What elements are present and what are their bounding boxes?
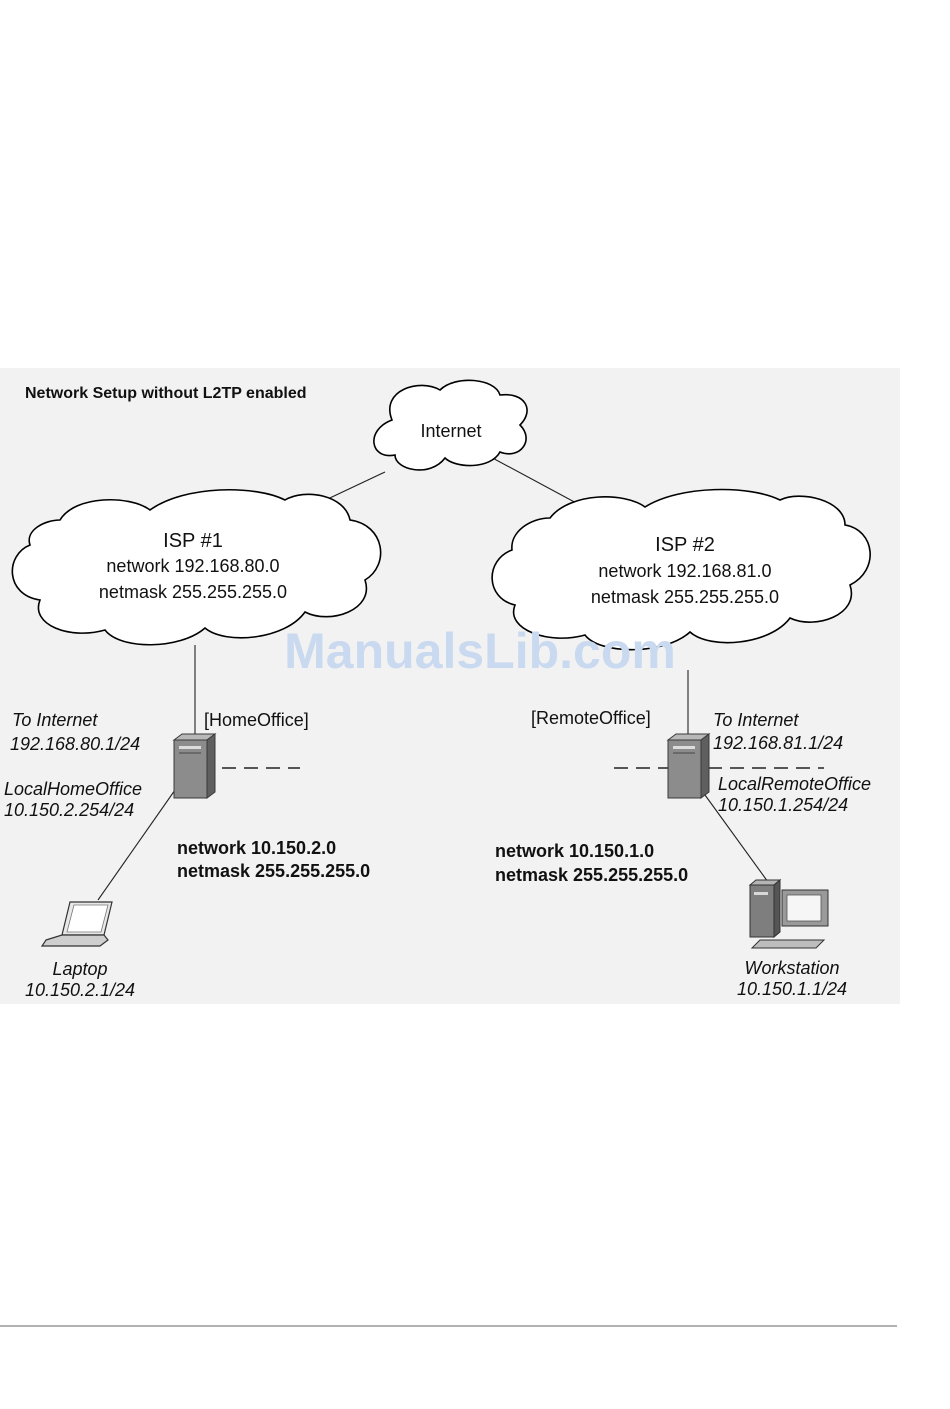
remoteoffice-local-label: LocalRemoteOffice	[718, 774, 871, 794]
laptop-icon	[40, 901, 113, 947]
watermark: ManualsLib.com	[284, 623, 676, 679]
link-homeoffice-laptop	[97, 789, 176, 901]
homeoffice-local-label: LocalHomeOffice	[4, 779, 142, 799]
remoteoffice-lan-network: network 10.150.1.0	[495, 841, 654, 861]
internet-label: Internet	[420, 421, 481, 441]
homeoffice-server-icon	[172, 733, 217, 799]
workstation-ip: 10.150.1.1/24	[737, 979, 847, 999]
isp1-network: network 192.168.80.0	[106, 556, 279, 576]
homeoffice-lan-network: network 10.150.2.0	[177, 838, 336, 858]
link-internet-isp2	[486, 454, 581, 506]
isp1-name: ISP #1	[163, 530, 223, 552]
isp1-cloud-icon	[11, 488, 382, 646]
remoteoffice-to-internet-ip: 192.168.81.1/24	[713, 733, 843, 753]
remoteoffice-local-ip: 10.150.1.254/24	[718, 795, 848, 815]
workstation-icon	[748, 878, 829, 949]
link-remoteoffice-workstation	[704, 794, 769, 883]
connection-lines	[97, 454, 824, 901]
remoteoffice-to-internet-label: To Internet	[713, 710, 799, 730]
homeoffice-label: [HomeOffice]	[204, 710, 309, 730]
isp2-netmask: netmask 255.255.255.0	[591, 587, 779, 607]
isp2-network: network 192.168.81.0	[598, 561, 771, 581]
isp2-name: ISP #2	[655, 534, 715, 556]
internet-cloud-icon	[373, 379, 528, 471]
homeoffice-to-internet-ip: 192.168.80.1/24	[10, 734, 140, 754]
homeoffice-lan-netmask: netmask 255.255.255.0	[177, 861, 370, 881]
homeoffice-local-ip: 10.150.2.254/24	[4, 800, 134, 820]
remoteoffice-lan-netmask: netmask 255.255.255.0	[495, 865, 688, 885]
laptop-ip: 10.150.2.1/24	[25, 980, 135, 1000]
remoteoffice-label: [RemoteOffice]	[531, 708, 651, 728]
workstation-label: Workstation	[744, 958, 839, 978]
laptop-label: Laptop	[52, 959, 107, 979]
isp2-cloud-icon	[491, 488, 871, 651]
homeoffice-to-internet-label: To Internet	[12, 710, 98, 730]
diagram-title: Network Setup without L2TP enabled	[25, 385, 307, 402]
isp1-netmask: netmask 255.255.255.0	[99, 582, 287, 602]
remoteoffice-server-icon	[666, 733, 711, 799]
